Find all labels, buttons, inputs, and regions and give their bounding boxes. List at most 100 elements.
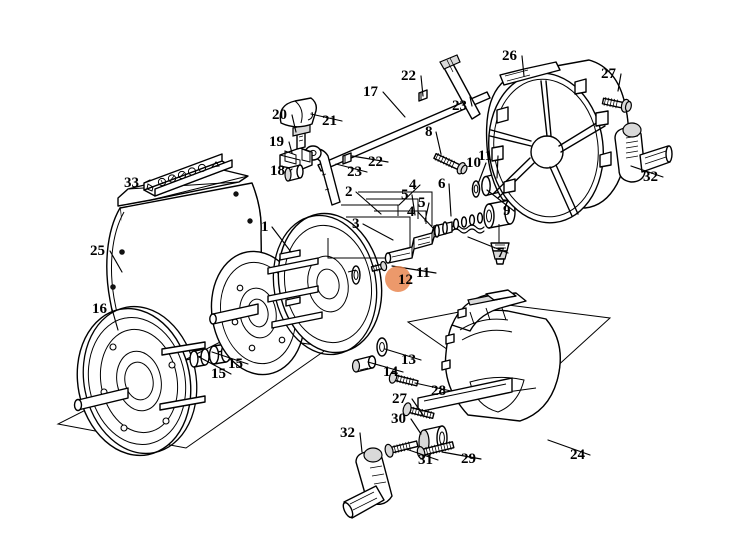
part-26-fan-guard-housing — [485, 59, 630, 224]
leader-line-16 — [111, 308, 119, 331]
part-23-lever-upper — [439, 54, 481, 120]
part-1-fan-impeller-wheel — [209, 212, 383, 376]
part-32-crank-handle-bottom — [342, 447, 393, 519]
leader-line-29 — [441, 451, 482, 460]
callout-number-5: 5 — [401, 187, 409, 203]
part-18-bushing-block — [284, 164, 304, 182]
callout-number-11: 11 — [416, 265, 430, 281]
leader-line-7 — [467, 236, 509, 254]
callout-number-28: 28 — [431, 383, 446, 399]
callout-number-27: 27 — [392, 391, 408, 407]
part-31-bolt — [384, 440, 419, 458]
leader-line-22 — [351, 155, 389, 163]
callout-number-16: 16 — [92, 301, 108, 317]
leader-line-20 — [291, 114, 297, 133]
callout-number-27: 27 — [601, 66, 617, 82]
callout-number-9: 9 — [503, 203, 511, 219]
leader-line-3 — [362, 223, 394, 241]
leader-line-5 — [411, 194, 416, 216]
leader-line-18 — [289, 168, 293, 172]
part-16-impeller-disc — [73, 305, 206, 457]
callout-number-14: 14 — [383, 364, 399, 380]
leader-line-14 — [367, 361, 404, 373]
part-28-screw — [388, 370, 419, 387]
leader-line-13 — [384, 348, 422, 361]
callout-number-23: 23 — [347, 164, 362, 180]
callout-number-4: 4 — [409, 177, 417, 193]
part-27-flange-bolt-right — [601, 97, 632, 113]
callout-number-10: 10 — [466, 155, 481, 171]
part-washer-left — [351, 265, 361, 285]
leader-line-25 — [109, 250, 123, 273]
leader-line-8 — [435, 131, 442, 155]
leader-line-10 — [477, 162, 487, 185]
leader-line-22 — [420, 75, 424, 97]
callout-number-18: 18 — [270, 163, 285, 179]
leader-line-4 — [417, 211, 434, 229]
callout-number-3: 3 — [352, 216, 360, 232]
leader-line-31 — [405, 448, 439, 461]
callout-number-2: 2 — [345, 184, 353, 200]
leader-line-2 — [355, 191, 382, 215]
callout-number-24: 24 — [570, 447, 586, 463]
leader-line-24 — [547, 439, 591, 456]
part-21-handle-grip — [279, 97, 318, 128]
callout-number-4: 4 — [407, 204, 415, 220]
lower-hardware-group — [384, 370, 455, 460]
part-33-warning-decal — [143, 153, 233, 197]
callout-number-11: 11 — [478, 148, 492, 164]
callout-number-6: 6 — [438, 176, 446, 192]
callout-number-17: 17 — [363, 84, 379, 100]
leader-line-26 — [521, 55, 525, 77]
leader-line-1 — [271, 226, 292, 253]
callout-leader-lines — [109, 55, 664, 461]
leader-line-28 — [414, 382, 452, 392]
leader-line-23 — [335, 163, 368, 173]
callout-number-21: 21 — [322, 113, 337, 129]
leader-line-6 — [448, 183, 452, 217]
leader-line-33 — [143, 179, 151, 184]
callout-number-5: 5 — [418, 195, 426, 211]
part-10-spacer-ring — [471, 180, 481, 198]
callout-number-32: 32 — [340, 425, 355, 441]
part-17-control-rod — [317, 91, 491, 172]
leader-line-23 — [469, 96, 473, 107]
leader-line-27 — [411, 398, 424, 416]
part-4-washer-b — [442, 221, 448, 235]
part-13-14-fittings — [351, 337, 388, 373]
leader-line-15 — [198, 356, 232, 375]
callout-number-25: 25 — [90, 243, 105, 259]
callout-number-8: 8 — [425, 124, 433, 140]
leader-line-17 — [382, 91, 406, 118]
part-14-nipple-fitting — [351, 355, 377, 373]
callout-number-31: 31 — [418, 452, 433, 468]
part-4-washer-a — [434, 224, 440, 238]
callout-number-20: 20 — [272, 107, 287, 123]
callout-number-7: 7 — [497, 245, 505, 261]
callout-number-30: 30 — [391, 411, 406, 427]
leader-line-21 — [310, 113, 343, 122]
leader-line-32 — [630, 165, 664, 178]
part-8-hex-bolt — [433, 152, 468, 175]
part-24-discharge-chute — [406, 289, 612, 422]
leader-line-19 — [288, 141, 293, 154]
leader-line-32 — [359, 432, 363, 453]
callout-number-33: 33 — [124, 175, 139, 191]
leader-line-4 — [398, 184, 421, 206]
leader-line-27 — [617, 73, 622, 92]
callout-number-29: 29 — [461, 451, 476, 467]
callout-number-26: 26 — [502, 48, 518, 64]
callout-number-32: 32 — [643, 169, 658, 185]
callout-number-19: 19 — [269, 134, 284, 150]
control-rod-hardware-group — [279, 54, 491, 206]
callout-number-15: 15 — [228, 356, 243, 372]
part-22-clip-lower — [342, 152, 352, 165]
callout-number-12: 12 — [398, 272, 413, 288]
leader-line-30 — [410, 418, 422, 435]
part-29-threaded-rod — [416, 441, 455, 460]
callout-number-22: 22 — [401, 68, 416, 84]
callout-number-1: 1 — [261, 219, 269, 235]
